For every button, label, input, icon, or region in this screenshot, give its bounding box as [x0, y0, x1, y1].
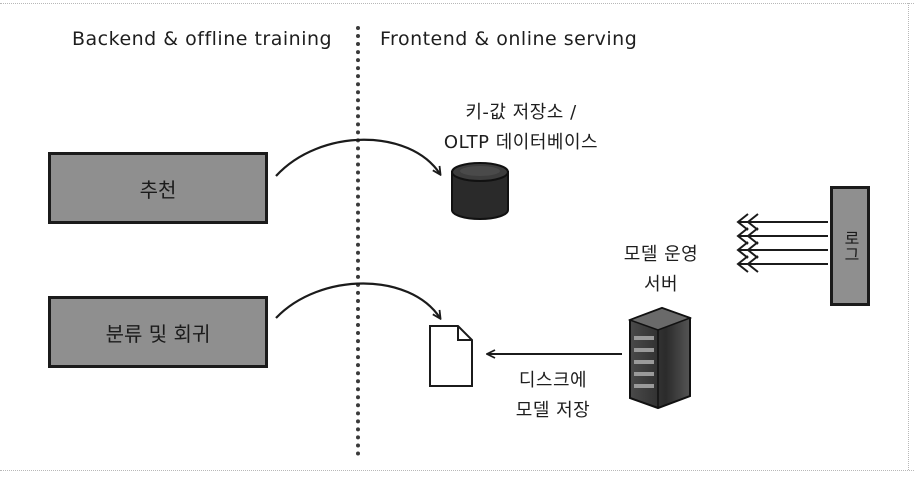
- file-icon: [429, 325, 473, 387]
- frontend-header: Frontend & online serving: [380, 28, 638, 50]
- arrow-recommendation-to-kv-store: [275, 138, 440, 177]
- disk-save-line2: 모델 저장: [515, 400, 591, 421]
- log-arrows: [736, 213, 828, 273]
- kv-store-label: 키-값 저장소 / OLTP 데이터베이스: [436, 98, 606, 158]
- frame-top-border: [0, 3, 914, 4]
- classification-regression-label: 분류 및 회귀: [105, 321, 211, 346]
- server-icon: [627, 306, 693, 410]
- database-icon: [451, 162, 509, 220]
- logs-label: 로그: [841, 230, 860, 262]
- frame-bottom-border: [0, 470, 914, 471]
- classification-regression-box: 분류 및 회귀: [48, 296, 268, 368]
- disk-save-label: 디스크에 모델 저장: [498, 366, 608, 426]
- disk-save-line1: 디스크에: [518, 370, 588, 391]
- model-server-line2: 서버: [643, 274, 679, 295]
- backend-header: Backend & offline training: [72, 28, 333, 50]
- model-server-label: 모델 운영 서버: [606, 240, 716, 300]
- arrow-classification-to-disk: [275, 282, 440, 319]
- logs-box: 로그: [830, 186, 870, 306]
- kv-store-line1: 키-값 저장소 /: [465, 102, 577, 123]
- recommendation-box: 추천: [48, 152, 268, 224]
- recommendation-label: 추천: [139, 177, 177, 202]
- frame-right-border: [908, 3, 909, 470]
- kv-store-line2: OLTP 데이터베이스: [443, 132, 599, 153]
- model-server-line1: 모델 운영: [623, 244, 699, 265]
- offline-online-divider: [356, 26, 360, 456]
